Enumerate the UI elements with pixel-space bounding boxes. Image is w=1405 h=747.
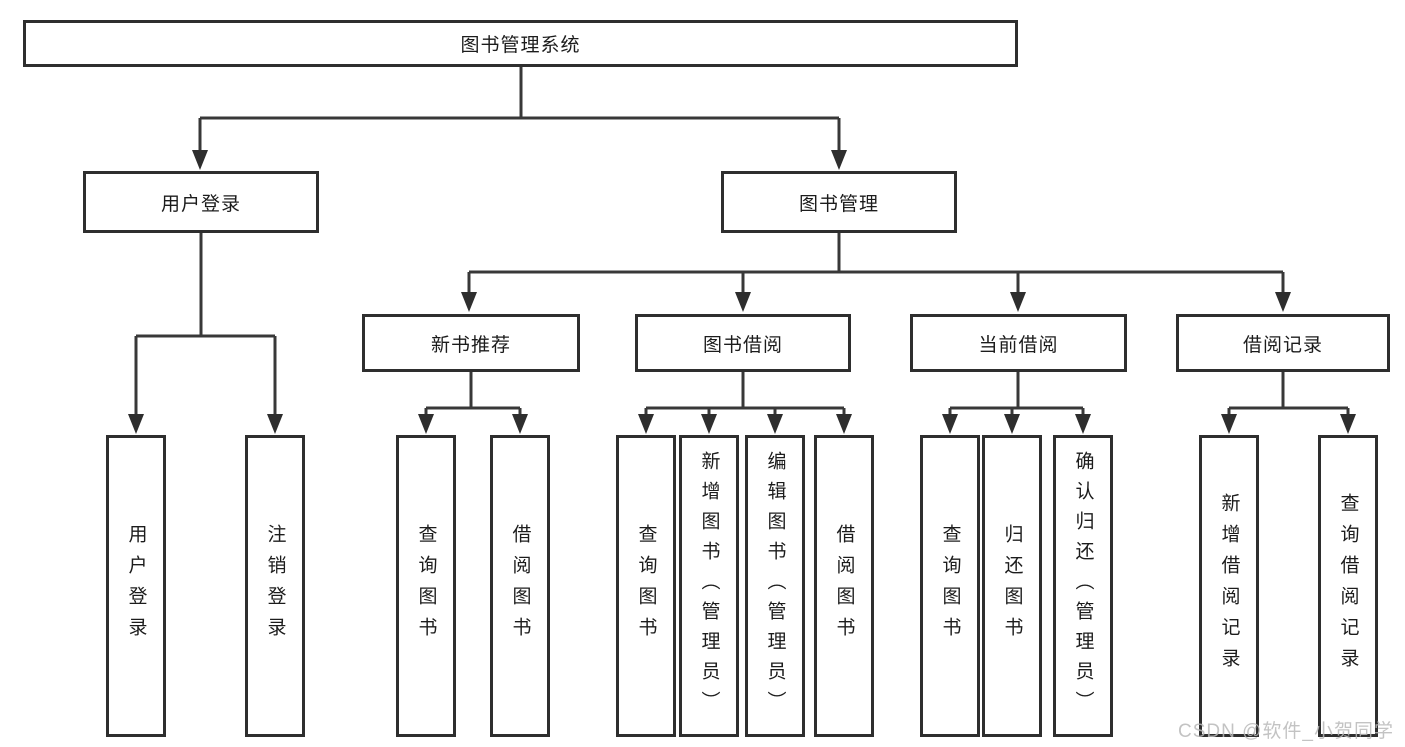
leaf-query-books-borrowing: 查询图书 [616,435,676,737]
leaf-borrow-books-recommend: 借阅图书 [490,435,550,737]
leaf-query-borrow-record: 查询借阅记录 [1318,435,1378,737]
connector-root-bus [198,67,841,158]
node-book-borrowing: 图书借阅 [635,314,851,372]
leaf-confirm-return-admin: 确认归还（管理员） [1053,435,1113,737]
node-book-management: 图书管理 [721,171,957,233]
node-borrowing-records: 借阅记录 [1176,314,1390,372]
connector-newbook-bus [424,372,522,420]
node-new-book-recommend: 新书推荐 [362,314,580,372]
csdn-watermark: CSDN @软件_小贺同学 [1178,721,1394,742]
leaf-query-books-current: 查询图书 [920,435,980,737]
leaf-add-borrow-record: 新增借阅记录 [1199,435,1259,737]
connector-userlogin-bus [134,233,277,420]
connector-current-bus [948,372,1085,420]
connector-borrow-bus [644,372,846,420]
leaf-borrow-books-borrowing: 借阅图书 [814,435,874,737]
leaf-add-book-admin: 新增图书（管理员） [679,435,739,737]
node-current-borrowing: 当前借阅 [910,314,1127,372]
leaf-edit-book-admin: 编辑图书（管理员） [745,435,805,737]
connector-bookmgmt-bus [467,233,1285,300]
leaf-user-login: 用户登录 [106,435,166,737]
arrowhead-icons [128,150,1356,434]
node-user-login: 用户登录 [83,171,319,233]
leaf-return-book: 归还图书 [982,435,1042,737]
connector-records-bus [1227,372,1350,420]
leaf-logout: 注销登录 [245,435,305,737]
node-root-system: 图书管理系统 [23,20,1018,67]
leaf-query-books-recommend: 查询图书 [396,435,456,737]
